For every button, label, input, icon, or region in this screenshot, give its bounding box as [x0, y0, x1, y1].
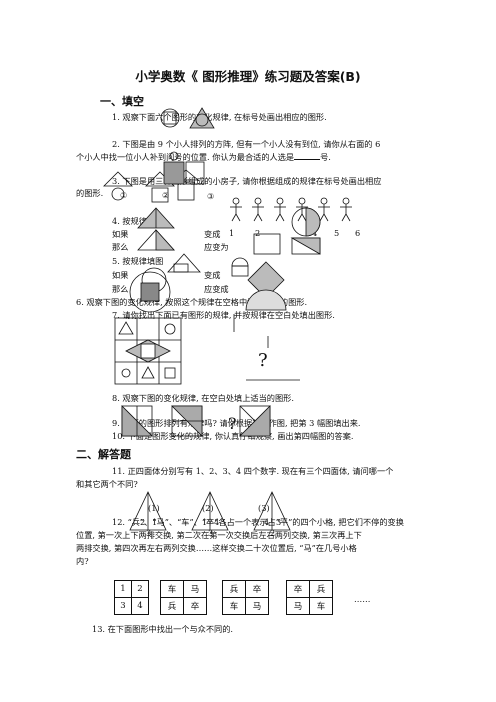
question-11-line1: 11. 正四面体分别写有 1、2、3、4 四个数字. 现在有三个四面体, 请问哪…: [112, 466, 394, 476]
q2-people-figure: [230, 197, 352, 222]
grid-cell: 1: [114, 580, 132, 598]
q12-grid-2: 车马 兵卒: [160, 580, 207, 615]
grid-cell: 兵: [160, 597, 184, 615]
question-5-line1: 5. 按规律填图: [112, 256, 164, 266]
grid-cell: 兵: [222, 580, 246, 598]
q2-person-5-label: 5: [334, 228, 340, 238]
grid-cell: 车: [222, 597, 246, 615]
grid-cell: 马: [183, 580, 207, 598]
question-2-line2: 个小人中找一位小人补到问号的位置. 你认为最合适的人选是号.: [76, 151, 331, 162]
q6-figure: [245, 289, 287, 311]
question-4-should: 应变为: [204, 242, 229, 252]
tetra-3-num-c: 2: [270, 528, 276, 538]
grid-cell: 兵: [309, 580, 333, 598]
question-10: 10. 下面是图形变化的规律, 你认真仔细观察, 画出第四幅图的答案.: [112, 431, 354, 441]
question-7: 7. 请你找出下面已有图形的规律, 并按规律在空白处填出图形.: [112, 310, 335, 320]
tetra-1-num-c: 3: [146, 528, 152, 538]
question-5-if: 如果: [112, 270, 129, 280]
grid-cell: 车: [160, 580, 184, 598]
question-9: 9. 下面的图形排列有规律吗? 请你根据规律作图, 把第 3 幅图填出来.: [112, 418, 361, 428]
question-4-line1: 4. 按规律填图: [112, 216, 164, 226]
question-6: 6. 观察下图的变化规律, 按照这个规律在空格中填上应有的图形.: [76, 297, 308, 307]
q3-label-3: ③: [207, 191, 215, 201]
tetra-1-num-a: 2: [140, 517, 146, 527]
question-12-line2: 位置, 第一次上下两排交换, 第二次在第一次交换后左右两列交换, 第三次再上下: [76, 530, 362, 540]
question-13: 13. 在下面图形中找出一个与众不同的.: [92, 624, 234, 634]
question-11-line2: 和其它两个不同?: [76, 479, 138, 489]
q12-grid-4: 卒兵 马车: [286, 580, 333, 615]
q2-person-2-label: 2: [255, 228, 261, 238]
tetra-3-num-a: 4: [264, 517, 270, 527]
tetra-2-label: (2): [202, 503, 214, 513]
tetra-2-num-c: 3: [208, 528, 214, 538]
q12-grid-3: 兵卒 车马: [222, 580, 269, 615]
q2-person-1-label: 1: [229, 228, 235, 238]
q3-label-2: ②: [162, 190, 170, 200]
grid-cell: 4: [131, 597, 149, 615]
question-12-line3: 两排交换, 第四次再左右两列交换……这样交换二十次位置后, “马”在几号小格: [76, 543, 357, 553]
grid-cell: 卒: [245, 580, 269, 598]
q4-triangle-figure: [137, 207, 175, 251]
q2-grid-figure: [163, 151, 205, 185]
grid-cell: 3: [114, 597, 132, 615]
grid-cell: 卒: [183, 597, 207, 615]
tetra-1-num-b: 1: [152, 517, 158, 527]
section-heading-fill: 一、填空: [100, 95, 144, 108]
tetra-1-label: (1): [148, 503, 160, 513]
question-4-then: 那么: [112, 242, 129, 252]
q2-person-6-label: 6: [355, 228, 361, 238]
grid-cell: 马: [286, 597, 310, 615]
q11-tetrahedra-figure: [129, 491, 291, 531]
question-5-then: 那么: [112, 284, 129, 294]
question-1: 1. 观察下面六个图形的变化规律, 在标号处画出相应的图形.: [112, 112, 327, 122]
grid-cell: 马: [245, 597, 269, 615]
grid-cell: 2: [131, 580, 149, 598]
grid-cell: 车: [309, 597, 333, 615]
question-3-line1: 3. 下图是用三种图形组成的小房子, 请你根据组成的规律在标号处画出相应: [112, 176, 382, 186]
question-12-line4: 内?: [76, 556, 89, 566]
section-heading-answers: 二、解答题: [76, 448, 131, 461]
tetra-2-num-a: 1: [202, 517, 208, 527]
question-8: 8. 观察下图的变化规律, 在空白处填上适当的图形.: [112, 393, 294, 403]
q12-ellipsis: ……: [354, 594, 371, 604]
answer-blank[interactable]: [294, 151, 321, 160]
q7-question-mark: ?: [258, 350, 268, 371]
page-title: 小学奥数《 图形推理》练习题及答案(B): [135, 69, 361, 84]
q7-grid-figure: [114, 317, 182, 385]
tetra-3-label: (3): [258, 503, 270, 513]
question-5-becomes: 变成: [204, 270, 221, 280]
q6-square-figure: [129, 271, 171, 313]
grid-cell: 卒: [286, 580, 310, 598]
q4-answer-figure: [253, 207, 321, 255]
q9-question-mark: ?: [228, 414, 237, 433]
question-4-becomes: 变成: [204, 229, 221, 239]
q1-shapes-figure: [160, 107, 215, 129]
tetra-3-num-b: 3: [276, 517, 282, 527]
q9-figure: [121, 405, 271, 437]
q7-answer-lines: [233, 314, 300, 381]
question-4-if: 如果: [112, 229, 129, 239]
question-5-should: 应变成: [204, 284, 229, 294]
question-2-line1: 2. 下图是由 9 个小人排列的方阵, 但有一个小人没有到位, 请你从右面的 6: [112, 139, 381, 149]
question-3-line2: 的图形.: [76, 188, 104, 198]
tetra-2-num-b: 4: [214, 517, 220, 527]
